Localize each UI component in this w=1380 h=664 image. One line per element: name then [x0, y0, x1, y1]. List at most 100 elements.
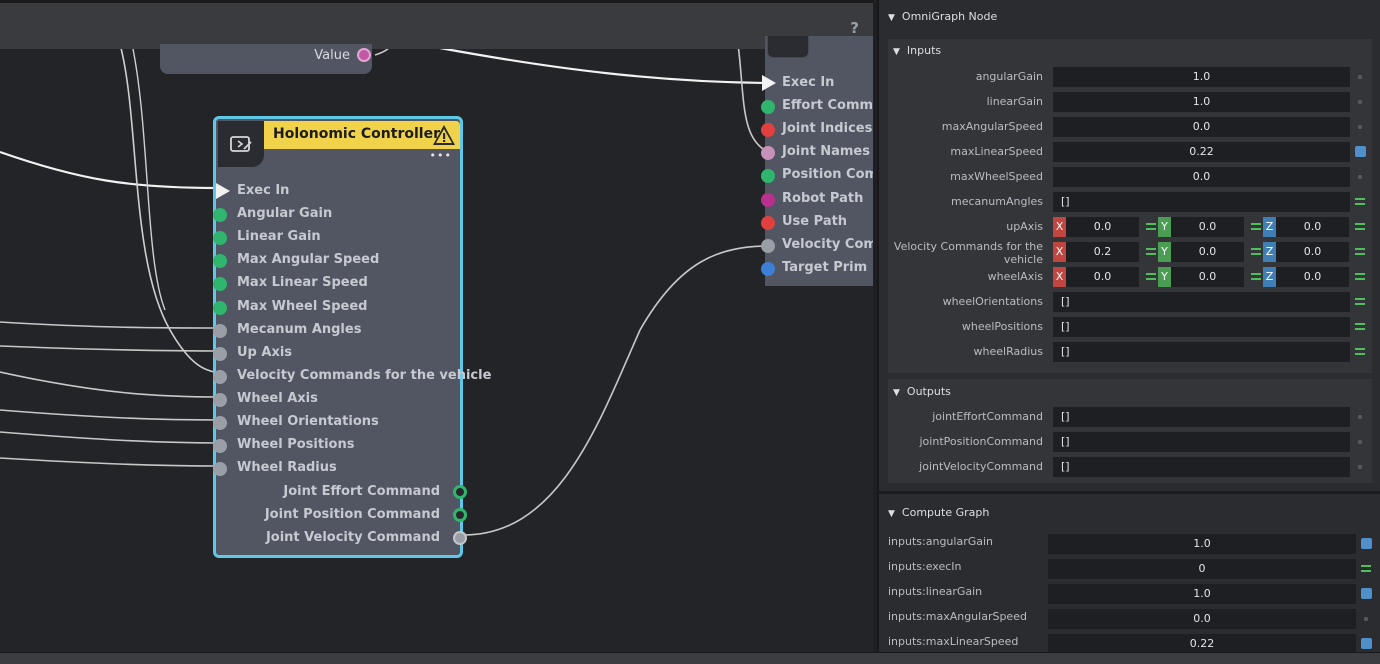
exec-in-arrow-icon[interactable]	[762, 75, 776, 91]
property-value-field[interactable]: 0.0	[1048, 609, 1356, 629]
input-port-pin[interactable]	[761, 238, 775, 253]
inputs-header[interactable]: ▼Inputs	[893, 44, 941, 57]
property-value-field[interactable]: []	[1053, 342, 1350, 362]
node-title-bar[interactable]: Holonomic Controller	[264, 121, 460, 149]
input-port-pin[interactable]	[213, 254, 227, 269]
modified-indicator-icon[interactable]	[1355, 146, 1366, 157]
default-indicator-icon[interactable]	[1358, 465, 1362, 469]
x-component-field[interactable]: 0.0	[1066, 267, 1139, 287]
connected-indicator-icon[interactable]	[1355, 323, 1365, 330]
input-port-pin[interactable]	[213, 323, 227, 338]
input-port-pin[interactable]	[213, 392, 227, 407]
input-port-pin[interactable]	[213, 231, 227, 246]
y-component-field[interactable]: 0.0	[1171, 242, 1244, 262]
y-component-field[interactable]: 0.0	[1171, 267, 1244, 287]
connected-indicator-icon[interactable]	[1251, 248, 1261, 255]
connected-indicator-icon[interactable]	[1355, 298, 1365, 305]
default-indicator-icon[interactable]	[1358, 415, 1362, 419]
default-indicator-icon[interactable]	[1358, 175, 1362, 179]
connected-indicator-icon[interactable]	[1146, 273, 1156, 280]
omnigraph-node-header[interactable]: ▼OmniGraph Node	[888, 10, 997, 23]
input-port-pin[interactable]	[213, 439, 227, 454]
graph-editor-canvas[interactable]: ? Value Holonomic Controller ••• Exec In…	[0, 0, 873, 652]
output-port-row[interactable]: Joint Position Command	[220, 507, 467, 525]
input-port-pin[interactable]	[761, 146, 775, 161]
x-component-field[interactable]: 0.2	[1066, 242, 1139, 262]
property-value-field[interactable]: []	[1053, 457, 1350, 477]
modified-indicator-icon[interactable]	[1361, 538, 1372, 549]
z-axis-tag: Z	[1263, 242, 1276, 262]
property-value-field[interactable]: []	[1053, 292, 1350, 312]
warning-icon[interactable]	[432, 124, 456, 146]
z-component-field[interactable]: 0.0	[1276, 217, 1349, 237]
default-indicator-icon[interactable]	[1358, 440, 1362, 444]
input-port-pin[interactable]	[761, 215, 775, 230]
property-value-field[interactable]: 0.22	[1053, 142, 1350, 162]
compute-graph-header[interactable]: ▼Compute Graph	[888, 506, 989, 519]
input-port-pin[interactable]	[213, 277, 227, 292]
x-component-field[interactable]: 0.0	[1066, 217, 1139, 237]
property-value-field[interactable]: 1.0	[1048, 534, 1356, 554]
property-value-field[interactable]: 0.0	[1053, 117, 1350, 137]
y-axis-tag: Y	[1158, 267, 1171, 287]
connection-wires	[0, 43, 771, 536]
property-value-field[interactable]: 1.0	[1048, 584, 1356, 604]
exec-in-arrow-icon[interactable]	[216, 183, 230, 199]
value-output-port[interactable]	[357, 48, 371, 62]
property-value-field[interactable]: []	[1053, 317, 1350, 337]
input-port-pin[interactable]	[761, 123, 775, 138]
connected-indicator-icon[interactable]	[1355, 248, 1365, 255]
property-value-field[interactable]: []	[1053, 192, 1350, 212]
property-value-field[interactable]: 0.0	[1053, 167, 1350, 187]
input-port-pin[interactable]	[761, 100, 775, 115]
input-port-pin[interactable]	[213, 300, 227, 315]
property-label: wheelOrientations	[942, 295, 1043, 308]
input-port-pin[interactable]	[213, 346, 227, 361]
property-label: mecanumAngles	[951, 195, 1043, 208]
input-port-pin[interactable]	[213, 416, 227, 430]
connected-indicator-icon[interactable]	[1251, 223, 1261, 230]
connected-indicator-icon[interactable]	[1355, 223, 1365, 230]
outputs-header[interactable]: ▼Outputs	[893, 385, 951, 398]
default-indicator-icon[interactable]	[1358, 125, 1362, 129]
help-button[interactable]: ?	[850, 19, 859, 37]
connected-indicator-icon[interactable]	[1146, 248, 1156, 255]
modified-indicator-icon[interactable]	[1361, 638, 1372, 649]
z-component-field[interactable]: 0.0	[1276, 267, 1349, 287]
connected-indicator-icon[interactable]	[1361, 565, 1371, 572]
connected-indicator-icon[interactable]	[1355, 348, 1365, 355]
z-component-field[interactable]: 0.0	[1276, 242, 1349, 262]
input-port-pin[interactable]	[761, 169, 775, 184]
y-component-field[interactable]: 0.0	[1171, 217, 1244, 237]
property-value-field[interactable]: []	[1053, 432, 1350, 452]
connected-indicator-icon[interactable]	[1251, 273, 1261, 280]
property-value-field[interactable]: 1.0	[1053, 92, 1350, 112]
output-port-row[interactable]: Joint Effort Command	[220, 484, 467, 502]
input-port-pin[interactable]	[761, 192, 775, 207]
default-indicator-icon[interactable]	[1358, 100, 1362, 104]
more-options-icon[interactable]: •••	[429, 149, 452, 162]
connected-indicator-icon[interactable]	[1355, 273, 1365, 280]
input-port-pin[interactable]	[213, 208, 227, 223]
input-port-pin[interactable]	[213, 369, 227, 384]
output-port-pin[interactable]	[453, 531, 467, 545]
property-value-field[interactable]: []	[1053, 407, 1350, 427]
property-label: maxLinearSpeed	[950, 145, 1043, 158]
input-port-pin[interactable]	[213, 462, 227, 477]
output-port-pin[interactable]	[453, 485, 467, 499]
default-indicator-icon[interactable]	[1364, 617, 1368, 621]
modified-indicator-icon[interactable]	[1361, 588, 1372, 599]
connected-indicator-icon[interactable]	[1146, 223, 1156, 230]
property-value-field[interactable]: 0	[1048, 559, 1356, 579]
default-indicator-icon[interactable]	[1358, 75, 1362, 79]
property-value-field[interactable]: 1.0	[1053, 67, 1350, 87]
property-value-field[interactable]: 0.22	[1048, 634, 1356, 652]
value-node[interactable]: Value	[160, 44, 372, 74]
output-port-row[interactable]: Joint Velocity Command	[220, 530, 467, 548]
input-port-pin[interactable]	[761, 261, 775, 276]
connected-indicator-icon[interactable]	[1355, 198, 1365, 205]
output-port-pin[interactable]	[453, 508, 467, 522]
